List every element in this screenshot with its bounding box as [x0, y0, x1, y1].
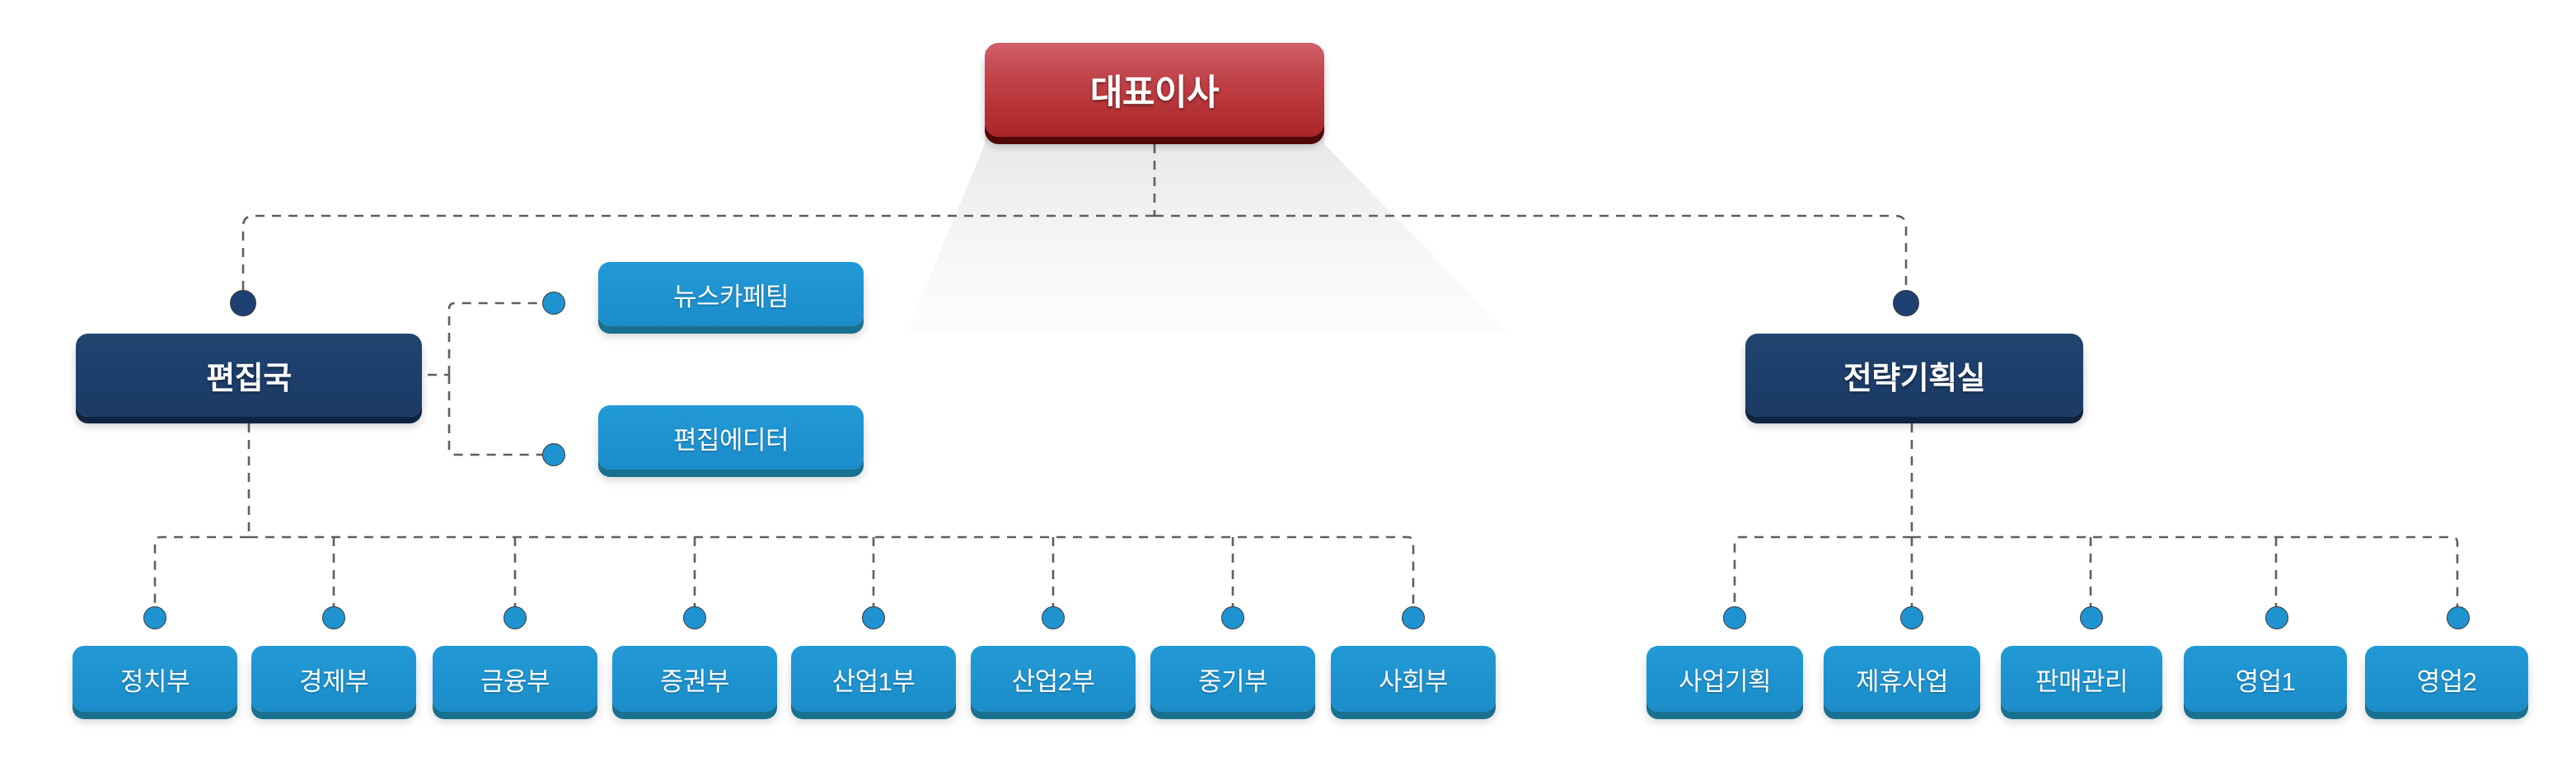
node-news-cafe-team-face	[598, 262, 864, 326]
node-dept-sales1[interactable]: 영업1	[2184, 646, 2347, 712]
node-news-cafe-team-label: 뉴스카페팀	[672, 282, 789, 311]
node-ceo[interactable]: 대표이사	[985, 43, 1324, 137]
connector-dot-dept-finance	[503, 606, 527, 629]
node-editorial-bureau-label: 편집국	[206, 362, 292, 396]
node-dept-business-planning-label: 사업기획	[1678, 666, 1772, 696]
node-dept-industry1-label: 산업1부	[831, 666, 916, 696]
connector-dot-editing-editor	[542, 443, 565, 466]
node-dept-business-planning-face	[1646, 646, 1803, 712]
node-editing-editor-label: 편집에디터	[672, 425, 789, 455]
node-dept-finance-label: 금융부	[480, 666, 550, 696]
node-dept-economy[interactable]: 경제부	[251, 646, 416, 712]
node-strategy-office-face	[1745, 334, 2083, 417]
node-dept-industry1[interactable]: 산업1부	[791, 646, 956, 712]
node-dept-sme-label: 중기부	[1197, 666, 1268, 696]
node-dept-sme-face	[1150, 646, 1315, 712]
node-dept-politics-face	[73, 646, 237, 712]
node-ceo-face	[985, 43, 1324, 137]
node-dept-finance[interactable]: 금융부	[433, 646, 597, 712]
node-editing-editor[interactable]: 편집에디터	[598, 405, 864, 470]
connector-dot-dept-sales1	[2265, 606, 2288, 629]
node-news-cafe-team[interactable]: 뉴스카페팀	[598, 262, 864, 326]
node-dept-industry1-face	[791, 646, 956, 712]
node-dept-politics-label: 정치부	[119, 666, 190, 696]
connector-dot-dept-partnership	[1900, 606, 1923, 629]
node-dept-society-label: 사회부	[1378, 666, 1449, 696]
node-dept-securities-label: 증권부	[659, 666, 730, 696]
connector-dot-strategy-office	[1893, 290, 1919, 316]
node-dept-sales1-label: 영업1	[2235, 666, 2296, 696]
node-dept-sales2-face	[2365, 646, 2528, 712]
node-dept-politics[interactable]: 정치부	[73, 646, 237, 712]
node-dept-sme[interactable]: 중기부	[1150, 646, 1315, 712]
connector-dot-dept-society	[1402, 606, 1425, 629]
connector-dot-dept-sales2	[2447, 606, 2470, 629]
node-dept-securities-face	[612, 646, 777, 712]
node-dept-sales-management-face	[2001, 646, 2162, 712]
node-dept-sales1-face	[2184, 646, 2347, 712]
connector-dot-dept-politics	[143, 606, 166, 629]
node-dept-partnership-label: 제휴사업	[1855, 666, 1949, 696]
node-dept-industry2[interactable]: 산업2부	[971, 646, 1136, 712]
connector-dot-dept-industry2	[1042, 606, 1065, 629]
node-dept-society-face	[1331, 646, 1496, 712]
node-dept-partnership[interactable]: 제휴사업	[1824, 646, 1980, 712]
node-dept-society[interactable]: 사회부	[1331, 646, 1496, 712]
connector-dot-dept-securities	[683, 606, 706, 629]
node-dept-partnership-face	[1824, 646, 1980, 712]
connector-dot-dept-sme	[1221, 606, 1244, 629]
connector-dot-dept-business-planning	[1723, 606, 1746, 629]
node-dept-business-planning[interactable]: 사업기획	[1646, 646, 1803, 712]
node-dept-economy-label: 경제부	[298, 666, 369, 696]
node-dept-sales2[interactable]: 영업2	[2365, 646, 2528, 712]
node-dept-sales2-label: 영업2	[2416, 666, 2477, 696]
node-dept-finance-face	[433, 646, 597, 712]
connector-dot-editorial	[230, 290, 256, 316]
node-dept-securities[interactable]: 증권부	[612, 646, 777, 712]
node-dept-sales-management-label: 판매관리	[2035, 666, 2129, 696]
node-dept-industry2-face	[971, 646, 1136, 712]
node-strategy-office[interactable]: 전략기획실	[1745, 334, 2083, 417]
connector-dot-news-cafe-team	[542, 292, 565, 315]
node-strategy-office-label: 전략기획실	[1843, 362, 1986, 396]
connector-dot-dept-industry1	[862, 606, 885, 629]
connector-dot-dept-sales-management	[2080, 606, 2103, 629]
node-dept-sales-management[interactable]: 판매관리	[2001, 646, 2162, 712]
node-editing-editor-face	[598, 405, 864, 470]
node-dept-economy-face	[251, 646, 416, 712]
node-dept-industry2-label: 산업2부	[1011, 666, 1095, 696]
node-editorial-bureau-face	[76, 334, 422, 417]
node-ceo-label: 대표이사	[1089, 73, 1220, 113]
connector-dot-dept-economy	[322, 606, 345, 629]
node-editorial-bureau[interactable]: 편집국	[76, 334, 422, 417]
